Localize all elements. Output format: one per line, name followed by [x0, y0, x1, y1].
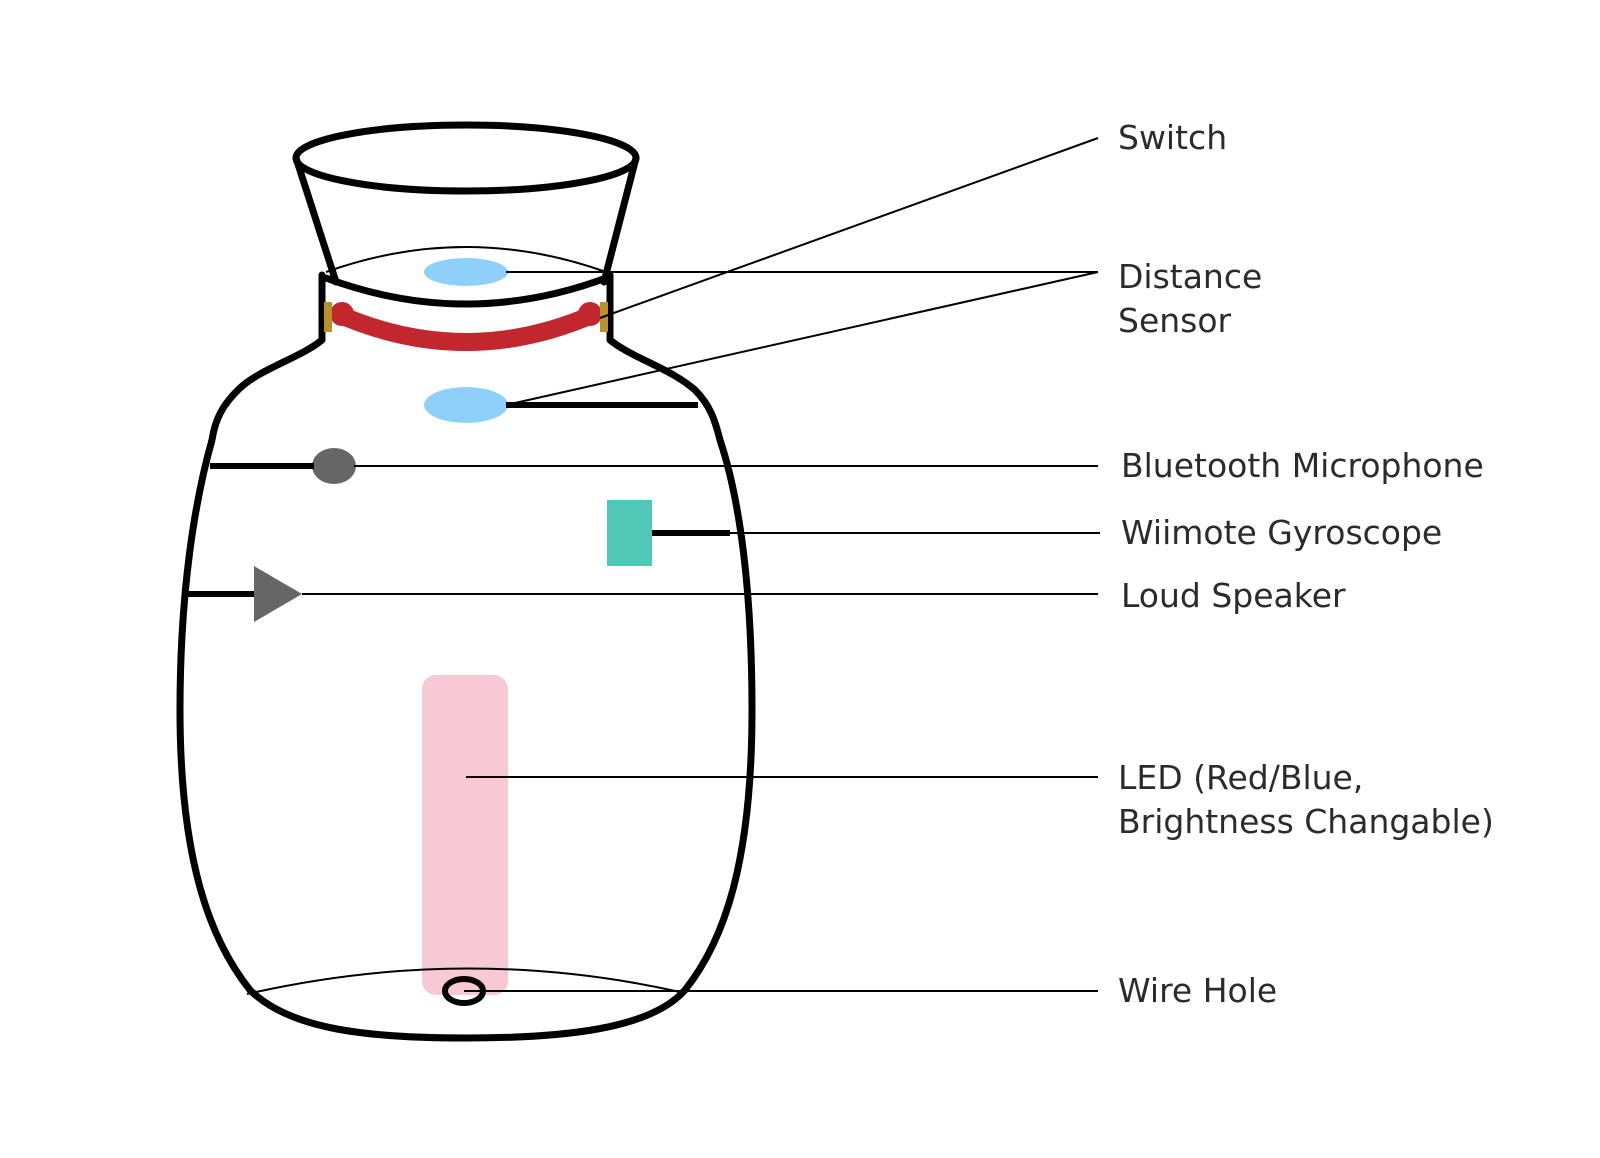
label-led-2: Brightness Changable) [1118, 802, 1494, 841]
switch-band [329, 305, 603, 351]
bottom-inner-arc [246, 967, 681, 995]
distance-sensor-top [424, 258, 508, 286]
neck-inner-ring-front [322, 274, 610, 308]
label-wiimote-gyroscope: Wiimote Gyroscope [1121, 513, 1442, 552]
loud-speaker-shape [254, 566, 302, 622]
label-distance-sensor-1: Distance [1118, 257, 1262, 296]
label-wire-hole: Wire Hole [1118, 971, 1277, 1010]
label-bluetooth-microphone: Bluetooth Microphone [1121, 446, 1484, 485]
switch-band-end-right [578, 302, 602, 326]
funnel-sides [292, 154, 640, 286]
label-switch: Switch [1118, 118, 1227, 157]
distance-sensor-front [424, 387, 508, 423]
label-loud-speaker: Loud Speaker [1121, 576, 1346, 615]
leader-switch [599, 137, 1099, 319]
vase-body-outline [176, 271, 756, 1042]
switch-band-end-left [330, 302, 354, 326]
bluetooth-microphone-shape [312, 448, 356, 484]
neck-inner-ring-back [325, 246, 607, 273]
wiimote-gyroscope-shape [607, 500, 652, 566]
label-distance-sensor-2: Sensor [1118, 301, 1232, 340]
switch-contact-left [324, 302, 332, 332]
label-led-1: LED (Red/Blue, [1118, 758, 1363, 797]
leader-distance-front [505, 271, 1099, 406]
led-bar [422, 675, 508, 995]
funnel-rim [292, 121, 640, 195]
